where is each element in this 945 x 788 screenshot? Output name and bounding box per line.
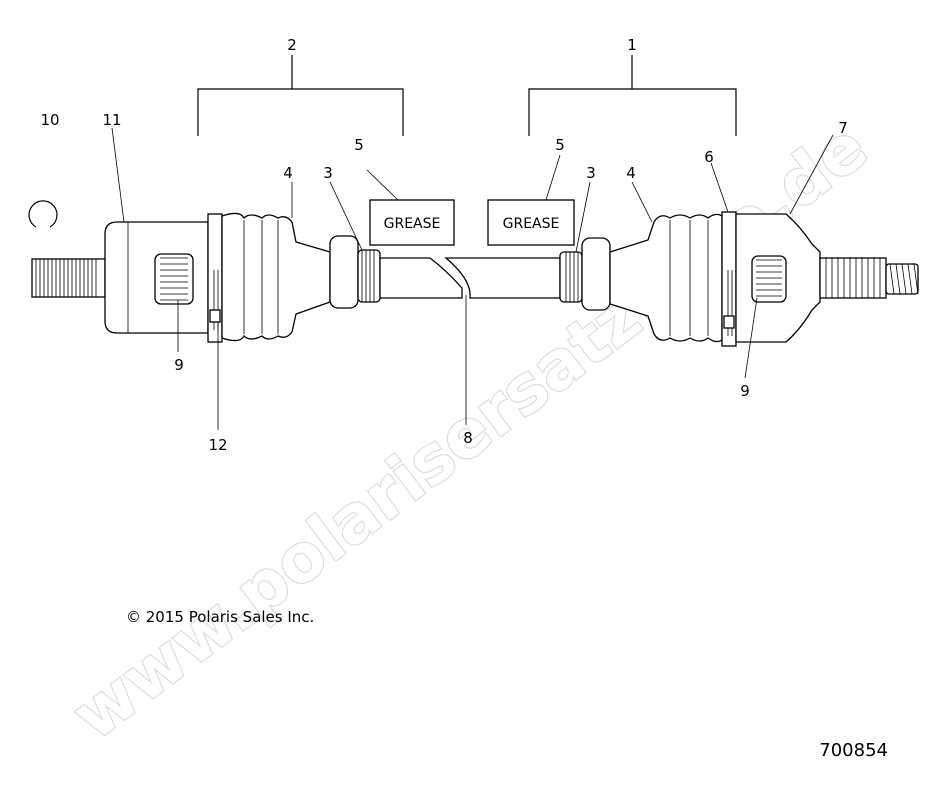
callout-1: 1: [627, 36, 637, 54]
callout-5-left: 5: [354, 136, 364, 154]
bracket-assembly-2: [197, 55, 404, 136]
callout-3-right: 3: [586, 164, 596, 182]
left-cv-housing-part-11: [104, 213, 223, 343]
callout-9-right: 9: [740, 382, 750, 400]
right-cv-housing-part-7: [721, 211, 821, 347]
callout-6: 6: [704, 148, 714, 166]
copyright-text: © 2015 Polaris Sales Inc.: [126, 608, 314, 626]
left-spline-stub: [31, 258, 106, 298]
callout-10: 10: [40, 111, 59, 129]
callout-4-right: 4: [626, 164, 636, 182]
grease-box-right: GREASE: [487, 199, 575, 246]
circlip-part-10: [28, 200, 58, 228]
leader-lines: [111, 127, 834, 430]
grease-label-left: GREASE: [384, 216, 441, 232]
callout-9-left: 9: [174, 356, 184, 374]
grease-label-right: GREASE: [503, 216, 560, 232]
callout-numbers: 2 1 10 11 4 3 5 5 3 4 6 7 9 12 8 9: [40, 36, 847, 454]
callout-8: 8: [463, 429, 473, 447]
bracket-assembly-1: [528, 55, 737, 136]
left-boot-part-4: [221, 212, 331, 342]
shaft-part-8: [379, 257, 561, 299]
right-spline-stub: [819, 257, 919, 299]
callout-12: 12: [208, 436, 227, 454]
callout-4-left: 4: [283, 164, 293, 182]
right-boot-part-4: [609, 213, 723, 343]
left-clamp-part-3: [329, 235, 381, 309]
callout-11: 11: [102, 111, 121, 129]
callout-7: 7: [838, 119, 848, 137]
grease-box-left: GREASE: [369, 199, 455, 246]
callout-2: 2: [287, 36, 297, 54]
callout-3-left: 3: [323, 164, 333, 182]
callout-5-right: 5: [555, 136, 565, 154]
right-clamp-part-3: [559, 237, 611, 311]
figure-number: 700854: [819, 740, 888, 761]
